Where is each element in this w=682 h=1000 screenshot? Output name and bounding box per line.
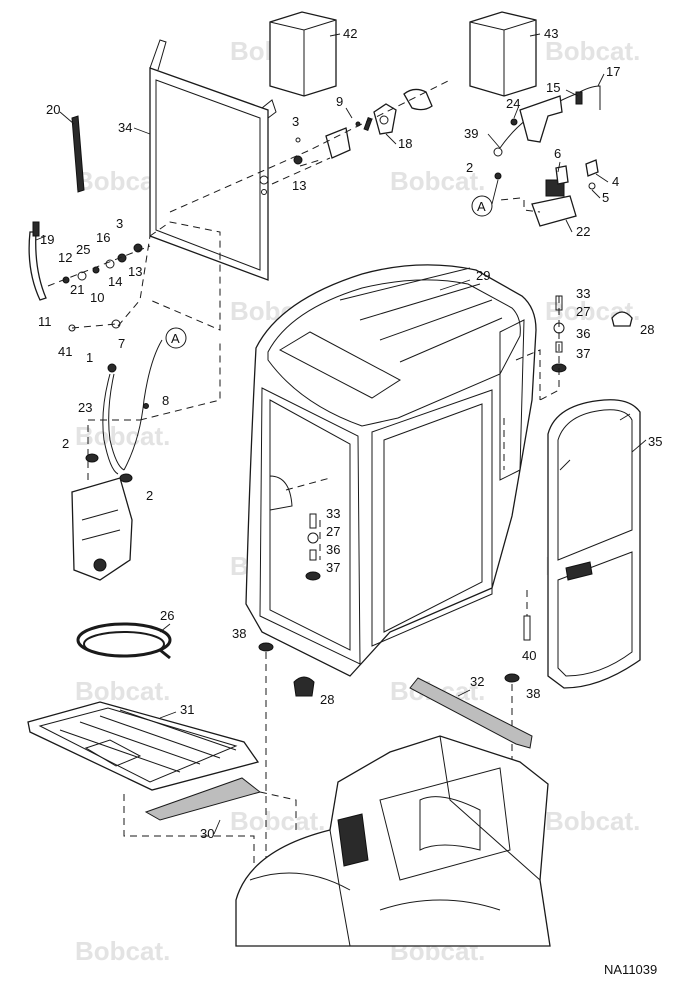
- callout-37: 37: [576, 346, 590, 361]
- callout-29: 29: [476, 268, 490, 283]
- callout-33: 33: [326, 506, 340, 521]
- part-43-kit-box: [469, 11, 537, 97]
- callout-21: 21: [70, 282, 84, 297]
- cab-door: [547, 399, 641, 689]
- wiper-motor: [169, 79, 451, 213]
- callout-40: 40: [522, 648, 536, 663]
- callout-labels: 42 43 17 15 9 20 24 3 34 39 18 6 13 2 4 …: [38, 26, 662, 841]
- callout-11: 11: [38, 314, 52, 329]
- callout-9: 9: [336, 94, 343, 109]
- callout-10: 10: [90, 290, 104, 305]
- leader-lines: [133, 33, 647, 835]
- wiper-arm: [28, 221, 47, 301]
- heater-hose-loop: A: [102, 327, 187, 475]
- callout-34: 34: [118, 120, 132, 135]
- watermark: Bobcat.: [545, 806, 640, 836]
- mount-hardware-center: [305, 513, 321, 581]
- callout-38: 38: [232, 626, 246, 641]
- callout-1: 1: [86, 350, 93, 365]
- callout-14: 14: [108, 274, 122, 289]
- callout-3: 3: [116, 216, 123, 231]
- reference-a-top: A: [471, 179, 499, 217]
- callout-3: 3: [292, 114, 299, 129]
- cab-mount-front: [293, 676, 315, 697]
- door-pin: [523, 590, 531, 641]
- watermark: Bobcat.: [230, 806, 325, 836]
- callout-5: 5: [602, 190, 609, 205]
- callout-13: 13: [292, 178, 306, 193]
- callout-35: 35: [648, 434, 662, 449]
- cab-shell: [245, 264, 541, 677]
- watermark: Bobcat.: [75, 421, 170, 451]
- callout-36: 36: [576, 326, 590, 341]
- watermark: Bobcat.: [75, 936, 170, 966]
- callout-7: 7: [118, 336, 125, 351]
- wiper-blade: [59, 111, 85, 193]
- callout-16: 16: [96, 230, 110, 245]
- callout-12: 12: [58, 250, 72, 265]
- callout-25: 25: [76, 242, 90, 257]
- callout-18: 18: [398, 136, 412, 151]
- part-42-kit-box: [269, 11, 337, 97]
- callout-20: 20: [46, 102, 60, 117]
- reference-a-label: A: [477, 199, 486, 214]
- callout-8: 8: [162, 393, 169, 408]
- watermark: Bobcat.: [75, 676, 170, 706]
- floor-mat: [27, 701, 260, 791]
- mount-hardware-right: [539, 295, 633, 401]
- figure-id: NA11039: [604, 962, 657, 977]
- door-seal: [76, 622, 172, 660]
- cab-mount-rubber-left: [258, 642, 274, 920]
- heater-unit: [71, 340, 221, 581]
- callout-36: 36: [326, 542, 340, 557]
- callout-42: 42: [343, 26, 357, 41]
- callout-39: 39: [464, 126, 478, 141]
- mount-bracket: [409, 677, 533, 749]
- callout-33: 33: [576, 286, 590, 301]
- callout-28: 28: [640, 322, 654, 337]
- wiper-harness-right: [493, 85, 601, 180]
- callout-2: 2: [466, 160, 473, 175]
- callout-13: 13: [128, 264, 142, 279]
- callout-23: 23: [78, 400, 92, 415]
- callout-17: 17: [606, 64, 620, 79]
- reference-a-label: A: [171, 331, 180, 346]
- mirror-assembly: [499, 159, 599, 227]
- callout-37: 37: [326, 560, 340, 575]
- hardware-stack-left: [47, 235, 151, 332]
- watermark: Bobcat.: [390, 166, 485, 196]
- rear-window-frame: [149, 39, 277, 331]
- callout-27: 27: [576, 304, 590, 319]
- callout-2: 2: [146, 488, 153, 503]
- callout-27: 27: [326, 524, 340, 539]
- callout-4: 4: [612, 174, 619, 189]
- callout-24: 24: [506, 96, 520, 111]
- machine-base-frame: [235, 735, 551, 947]
- callout-31: 31: [180, 702, 194, 717]
- callout-2: 2: [62, 436, 69, 451]
- callout-38: 38: [526, 686, 540, 701]
- callout-30: 30: [200, 826, 214, 841]
- callout-22: 22: [576, 224, 590, 239]
- callout-28: 28: [320, 692, 334, 707]
- callout-32: 32: [470, 674, 484, 689]
- watermark: Bobcat.: [545, 36, 640, 66]
- callout-41: 41: [58, 344, 72, 359]
- callout-6: 6: [554, 146, 561, 161]
- callout-26: 26: [160, 608, 174, 623]
- callout-43: 43: [544, 26, 558, 41]
- callout-15: 15: [546, 80, 560, 95]
- grommet-pair: [85, 453, 133, 483]
- callout-19: 19: [40, 232, 54, 247]
